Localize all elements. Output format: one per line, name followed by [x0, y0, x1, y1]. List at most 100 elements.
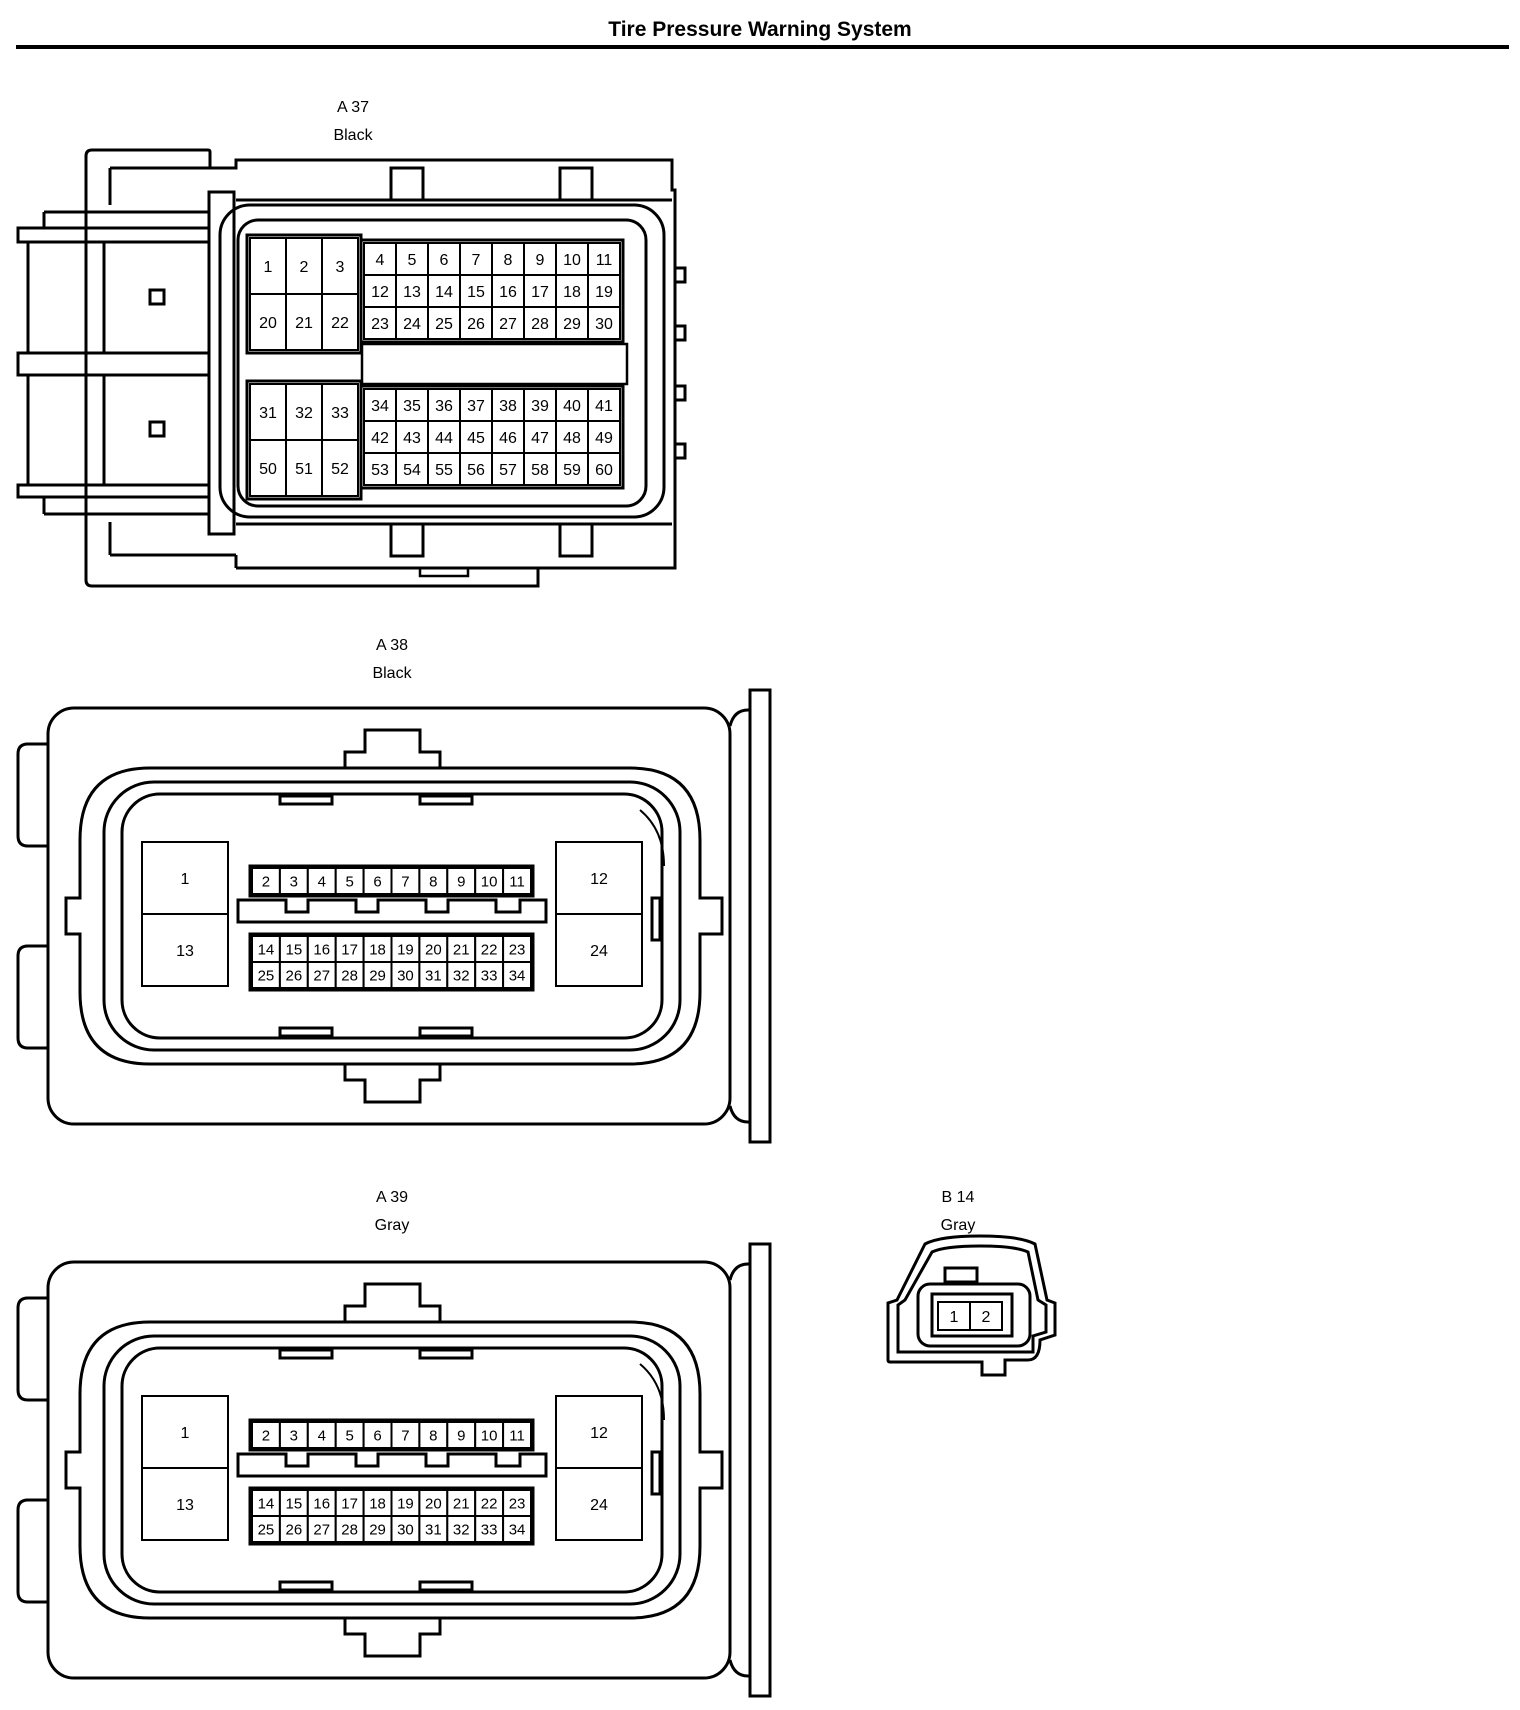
a37-pin: 48 [555, 420, 589, 454]
svg-text:4: 4 [376, 252, 385, 269]
svg-text:39: 39 [531, 398, 549, 415]
svg-text:28: 28 [341, 967, 358, 984]
a37-pin: 40 [555, 388, 589, 422]
a38-label: A 38 [375, 637, 409, 654]
svg-text:33: 33 [481, 1521, 498, 1538]
svg-text:32: 32 [295, 405, 313, 422]
a37-pin: 52 [321, 439, 359, 497]
svg-text:8: 8 [429, 873, 437, 890]
svg-text:21: 21 [295, 315, 313, 332]
svg-text:13: 13 [176, 943, 194, 960]
a39-pin: 5 [334, 1421, 365, 1449]
svg-text:14: 14 [435, 284, 453, 301]
a39-pin: 22 [474, 1489, 505, 1517]
a39-pin: 24 [555, 1467, 643, 1541]
a38-pin: 2 [251, 867, 281, 895]
a37-pin: 16 [491, 274, 525, 308]
a38-pin: 17 [334, 935, 365, 963]
svg-text:16: 16 [499, 284, 517, 301]
svg-text:17: 17 [341, 941, 358, 958]
a37-pin: 8 [491, 242, 525, 276]
svg-text:7: 7 [472, 252, 481, 269]
svg-text:10: 10 [563, 252, 581, 269]
a38-pin: 29 [362, 961, 393, 989]
svg-text:1: 1 [181, 871, 190, 888]
svg-text:56: 56 [467, 462, 485, 479]
svg-text:14: 14 [258, 941, 275, 958]
a37-pin: 57 [491, 452, 525, 486]
a38-pin: 13 [141, 913, 229, 987]
svg-text:31: 31 [425, 1521, 442, 1538]
a37-pin: 56 [459, 452, 493, 486]
svg-text:9: 9 [457, 873, 465, 890]
svg-text:16: 16 [313, 1495, 330, 1512]
a39-pin: 7 [390, 1421, 421, 1449]
a37-pin: 5 [395, 242, 429, 276]
svg-text:31: 31 [425, 967, 442, 984]
svg-text:48: 48 [563, 430, 581, 447]
svg-text:57: 57 [499, 462, 517, 479]
a39-pin: 23 [502, 1489, 533, 1517]
svg-text:4: 4 [318, 873, 326, 890]
svg-text:28: 28 [341, 1521, 358, 1538]
a37-pin: 7 [459, 242, 493, 276]
a38-pin: 1 [141, 841, 229, 915]
svg-text:58: 58 [531, 462, 549, 479]
a37-pin: 60 [587, 452, 621, 486]
svg-text:36: 36 [435, 398, 453, 415]
svg-text:19: 19 [397, 1495, 414, 1512]
svg-text:15: 15 [286, 1495, 303, 1512]
a37-pin: 59 [555, 452, 589, 486]
svg-text:51: 51 [295, 461, 313, 478]
a37-pin: 1 [249, 237, 287, 295]
a39-pin: 1 [141, 1395, 229, 1469]
a37-pin: 23 [363, 306, 397, 340]
svg-text:22: 22 [481, 941, 498, 958]
svg-text:29: 29 [369, 967, 386, 984]
a38-pin: 20 [418, 935, 449, 963]
a38-pin: 10 [474, 867, 505, 895]
svg-text:37: 37 [467, 398, 485, 415]
svg-text:23: 23 [371, 316, 389, 333]
a38-pin: 18 [362, 935, 393, 963]
a39-pin: 6 [362, 1421, 393, 1449]
a37-pin: 15 [459, 274, 493, 308]
a37-pin: 27 [491, 306, 525, 340]
svg-text:60: 60 [595, 462, 613, 479]
a37-pin: 46 [491, 420, 525, 454]
svg-text:29: 29 [563, 316, 581, 333]
a39-pin: 19 [390, 1489, 421, 1517]
svg-text:6: 6 [440, 252, 449, 269]
a39-pin: 10 [474, 1421, 505, 1449]
svg-text:7: 7 [401, 873, 409, 890]
svg-text:9: 9 [536, 252, 545, 269]
a38-pin: 11 [502, 867, 533, 895]
a37-pin: 19 [587, 274, 621, 308]
svg-text:3: 3 [290, 1427, 298, 1444]
a37-pin: 26 [459, 306, 493, 340]
a38-pin: 33 [474, 961, 505, 989]
a37-pin: 51 [285, 439, 323, 497]
a39-pin: 21 [446, 1489, 477, 1517]
svg-text:33: 33 [331, 405, 349, 422]
a37-pin: 43 [395, 420, 429, 454]
a37-pin: 54 [395, 452, 429, 486]
a37-pin: 18 [555, 274, 589, 308]
a39-pin: 28 [334, 1515, 365, 1543]
a38-pin: 34 [502, 961, 533, 989]
svg-text:27: 27 [499, 316, 517, 333]
svg-text:30: 30 [397, 1521, 414, 1538]
a37-pin: 3 [321, 237, 359, 295]
svg-text:20: 20 [425, 941, 442, 958]
svg-text:30: 30 [397, 967, 414, 984]
svg-text:33: 33 [481, 967, 498, 984]
a38-pin: 31 [418, 961, 449, 989]
a37-pin: 41 [587, 388, 621, 422]
svg-text:25: 25 [258, 967, 275, 984]
a37-pin: 21 [285, 293, 323, 351]
a37-pin: 33 [321, 383, 359, 441]
svg-text:8: 8 [504, 252, 513, 269]
